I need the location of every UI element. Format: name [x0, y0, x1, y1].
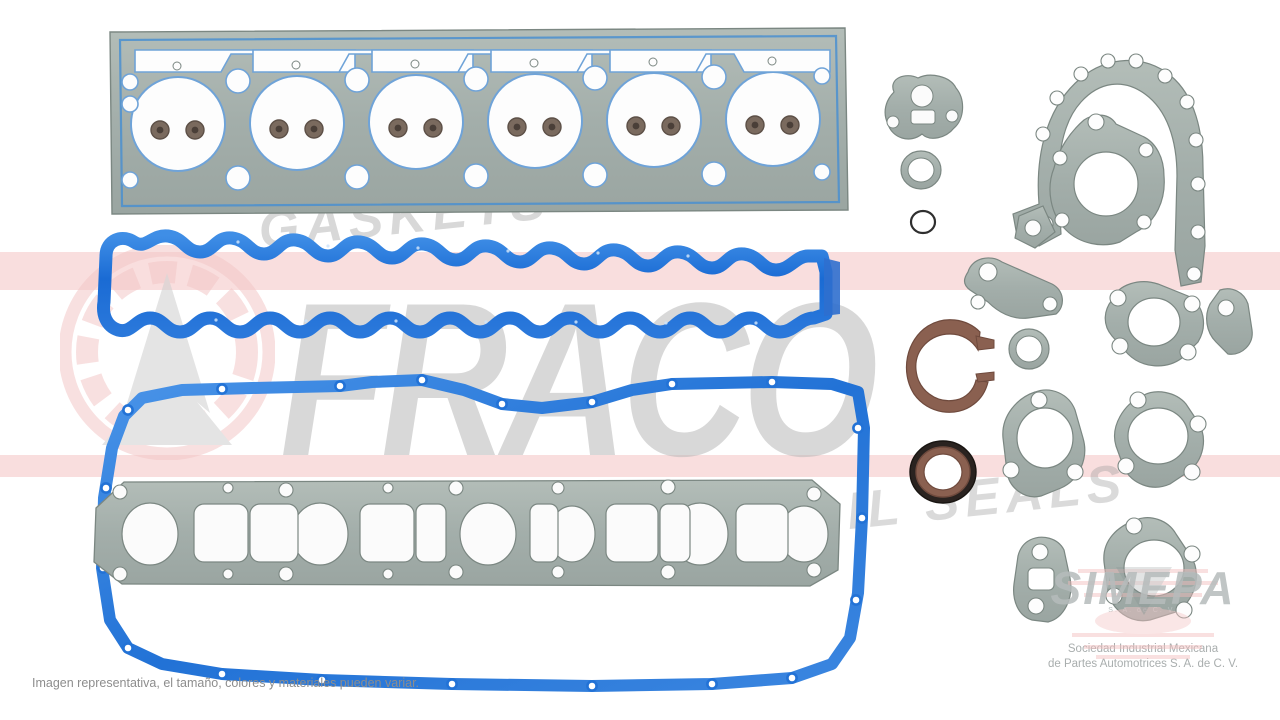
part-thermostat-ring-gasket	[900, 150, 942, 190]
company-logo-block: SIMEPA S. A. de C. V. Sociedad Industria…	[1018, 565, 1268, 672]
part-valve-cover-gasket	[97, 229, 840, 339]
part-timing-cover-gasket	[1012, 53, 1206, 287]
part-head-gasket	[109, 27, 849, 215]
part-o-ring-medium	[1008, 328, 1050, 370]
part-rear-main-seal	[905, 319, 995, 413]
part-distributor-gasket	[1104, 281, 1205, 367]
part-front-plate-gasket	[1103, 517, 1201, 622]
company-tagline-line-2: de Partes Automotrices S. A. de C. V.	[1047, 658, 1239, 670]
part-o-ring-small	[909, 209, 937, 235]
simepa-decoration-icon	[1068, 567, 1218, 659]
part-front-crank-seal	[909, 440, 977, 504]
part-water-pump-gasket	[1049, 113, 1165, 246]
part-timing-tab-gasket	[963, 257, 1063, 319]
company-name-subtitle: S. A. de C. V.	[1108, 607, 1178, 614]
disclaimer-caption: Imagen representativa, el tamaño, colore…	[32, 676, 420, 690]
company-name: SIMEPA	[1050, 562, 1236, 614]
brand-emblem-watermark-icon	[60, 245, 275, 460]
part-wing-gasket	[1206, 288, 1253, 355]
part-oil-pump-gasket	[1002, 389, 1086, 498]
part-fuel-pump-gasket	[884, 74, 964, 140]
part-manifold-gasket	[93, 479, 841, 587]
part-side-cover-gasket	[1013, 536, 1072, 623]
part-water-outlet-gasket	[1114, 391, 1207, 488]
company-tagline-line-1: Sociedad Industrial Mexicana	[1067, 643, 1219, 655]
part-oil-pan-gasket	[96, 374, 870, 692]
